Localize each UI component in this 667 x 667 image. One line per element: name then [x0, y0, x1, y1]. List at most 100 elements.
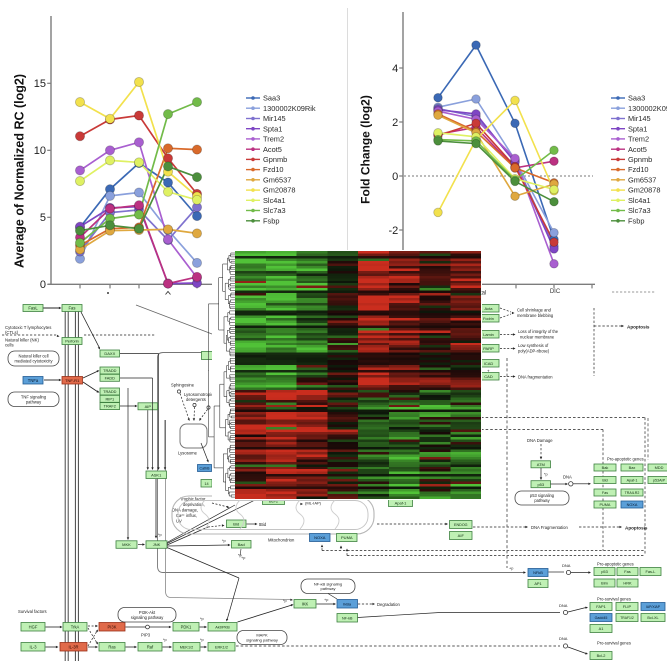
- svg-text:+p: +p: [509, 567, 513, 571]
- svg-text:AIP: AIP: [145, 404, 152, 409]
- svg-text:Saa3: Saa3: [628, 94, 645, 103]
- svg-text:poly(ADP-ribose): poly(ADP-ribose): [518, 349, 550, 354]
- svg-text:Spta1: Spta1: [628, 124, 647, 133]
- svg-text:DNA Fragmentation: DNA Fragmentation: [531, 525, 568, 530]
- svg-text:Fsbp: Fsbp: [263, 216, 279, 225]
- svg-text:Fold Change (log2): Fold Change (log2): [359, 95, 373, 204]
- svg-text:(ML-IAP): (ML-IAP): [305, 501, 322, 506]
- svg-text:Bid: Bid: [602, 479, 607, 483]
- svg-text:MAPK: MAPK: [256, 633, 268, 638]
- svg-text:Fodrin: Fodrin: [483, 317, 494, 321]
- svg-text:Pro-apoptotic genes: Pro-apoptotic genes: [607, 457, 644, 462]
- svg-text:pathway: pathway: [26, 399, 42, 404]
- svg-text:AIF: AIF: [458, 533, 465, 538]
- svg-text:p53: p53: [537, 482, 544, 487]
- svg-text:IkBa: IkBa: [343, 601, 352, 606]
- svg-text:Fsbp: Fsbp: [628, 216, 644, 225]
- svg-text:Acot5: Acot5: [628, 145, 647, 154]
- svg-text:tal: tal: [480, 291, 486, 297]
- svg-text:JNK: JNK: [153, 542, 161, 547]
- svg-text:detergents: detergents: [186, 397, 206, 402]
- svg-text:Bak: Bak: [602, 465, 609, 470]
- svg-text:Fzd10: Fzd10: [263, 165, 284, 174]
- svg-text:Sphingosine: Sphingosine: [171, 383, 195, 388]
- svg-text:HRK: HRK: [623, 581, 632, 586]
- svg-text:IAP/XIAP: IAP/XIAP: [646, 605, 661, 609]
- svg-text:PDK1: PDK1: [181, 624, 192, 629]
- svg-text:Pro-apoptotic genes: Pro-apoptotic genes: [597, 562, 634, 567]
- svg-text:Fas: Fas: [602, 491, 608, 495]
- svg-text:Gm6537: Gm6537: [263, 175, 291, 184]
- svg-text:Acta: Acta: [484, 306, 493, 311]
- svg-text:FasL: FasL: [28, 306, 38, 311]
- svg-text:Lysosomotropic: Lysosomotropic: [184, 392, 213, 397]
- svg-text:Low synthesis of: Low synthesis of: [518, 343, 549, 348]
- svg-text:PUMA: PUMA: [341, 535, 353, 540]
- svg-text:p53: p53: [601, 569, 608, 574]
- svg-text:Average of Normalized RC (log2: Average of Normalized RC (log2): [13, 74, 27, 268]
- svg-text:ICAD: ICAD: [484, 361, 494, 366]
- svg-text:Lysosome: Lysosome: [178, 451, 198, 456]
- svg-text:ASK1: ASK1: [151, 472, 162, 477]
- svg-text:Mir145: Mir145: [263, 114, 286, 123]
- svg-text:Mitochondrion: Mitochondrion: [268, 538, 295, 543]
- svg-text:DNA: DNA: [562, 563, 571, 568]
- svg-text:DNA: DNA: [559, 603, 568, 608]
- svg-text:A1: A1: [599, 626, 604, 631]
- svg-text:Bax: Bax: [629, 465, 636, 470]
- svg-text:IL-3: IL-3: [29, 644, 37, 649]
- svg-text:Slc4a1: Slc4a1: [263, 196, 286, 205]
- svg-text:Apoptosis: Apoptosis: [625, 526, 648, 531]
- svg-text:FADD: FADD: [105, 375, 116, 380]
- svg-text:DAXX: DAXX: [104, 351, 115, 356]
- svg-text:Gm6537: Gm6537: [628, 175, 656, 184]
- svg-text:TrkA: TrkA: [71, 624, 80, 629]
- svg-text:PI3K-Akt: PI3K-Akt: [139, 610, 156, 615]
- svg-text:Trem2: Trem2: [263, 135, 284, 144]
- svg-text:Natural killer (NK): Natural killer (NK): [5, 338, 39, 343]
- svg-text:Survival factors: Survival factors: [18, 609, 47, 614]
- svg-text:tBid: tBid: [259, 522, 267, 527]
- svg-text:NF-κB signaling: NF-κB signaling: [314, 582, 342, 587]
- svg-text:Slc4a1: Slc4a1: [628, 196, 651, 205]
- svg-text:Fzd10: Fzd10: [628, 165, 649, 174]
- svg-text:*p: *p: [158, 533, 162, 537]
- svg-text:IKK: IKK: [302, 601, 309, 606]
- svg-text:TNFa: TNFa: [28, 378, 39, 383]
- svg-text:Slc7a3: Slc7a3: [628, 206, 651, 215]
- svg-text:PI3K: PI3K: [108, 624, 117, 629]
- svg-text:TRADD: TRADD: [103, 389, 117, 394]
- svg-text:10: 10: [34, 145, 46, 157]
- svg-text:MKK: MKK: [122, 542, 131, 547]
- svg-text:pathway: pathway: [321, 586, 336, 591]
- svg-text:14: 14: [204, 482, 208, 486]
- svg-text:signaling pathway: signaling pathway: [246, 638, 278, 643]
- svg-text:TNF signaling: TNF signaling: [21, 394, 47, 399]
- svg-text:ENDOG: ENDOG: [454, 523, 468, 527]
- svg-text:DIC: DIC: [550, 289, 561, 295]
- svg-text:DNA fragmentation: DNA fragmentation: [518, 375, 553, 380]
- svg-text:Ras: Ras: [108, 644, 115, 649]
- svg-text:Gpnmb: Gpnmb: [628, 155, 652, 164]
- svg-text:+: +: [487, 368, 490, 373]
- svg-text:Akt/PKB: Akt/PKB: [215, 624, 230, 629]
- svg-text:*p: *p: [222, 539, 226, 543]
- svg-text:MDD: MDD: [655, 465, 664, 470]
- svg-text:(CTLs): (CTLs): [5, 330, 19, 335]
- svg-text:Fas-L: Fas-L: [646, 569, 657, 574]
- svg-text:Pro-survival genes: Pro-survival genes: [597, 597, 631, 602]
- svg-text:FAP1: FAP1: [596, 604, 606, 609]
- svg-text:cells: cells: [5, 343, 14, 348]
- svg-text:Spta1: Spta1: [263, 124, 282, 133]
- svg-text:MEK1/2: MEK1/2: [180, 645, 194, 649]
- svg-text:DNA: DNA: [559, 636, 568, 641]
- svg-text:Mir145: Mir145: [628, 114, 651, 123]
- svg-text:Apoptosis: Apoptosis: [627, 325, 650, 330]
- svg-text:1300002K09Rik: 1300002K09Rik: [628, 104, 667, 113]
- svg-text:DNA: DNA: [563, 475, 572, 480]
- svg-text:HGF: HGF: [29, 624, 38, 629]
- svg-text:-2: -2: [389, 225, 399, 237]
- svg-text:5: 5: [40, 212, 46, 224]
- svg-text:Bad: Bad: [238, 542, 245, 547]
- svg-text:Cell shrinkage and: Cell shrinkage and: [517, 308, 552, 313]
